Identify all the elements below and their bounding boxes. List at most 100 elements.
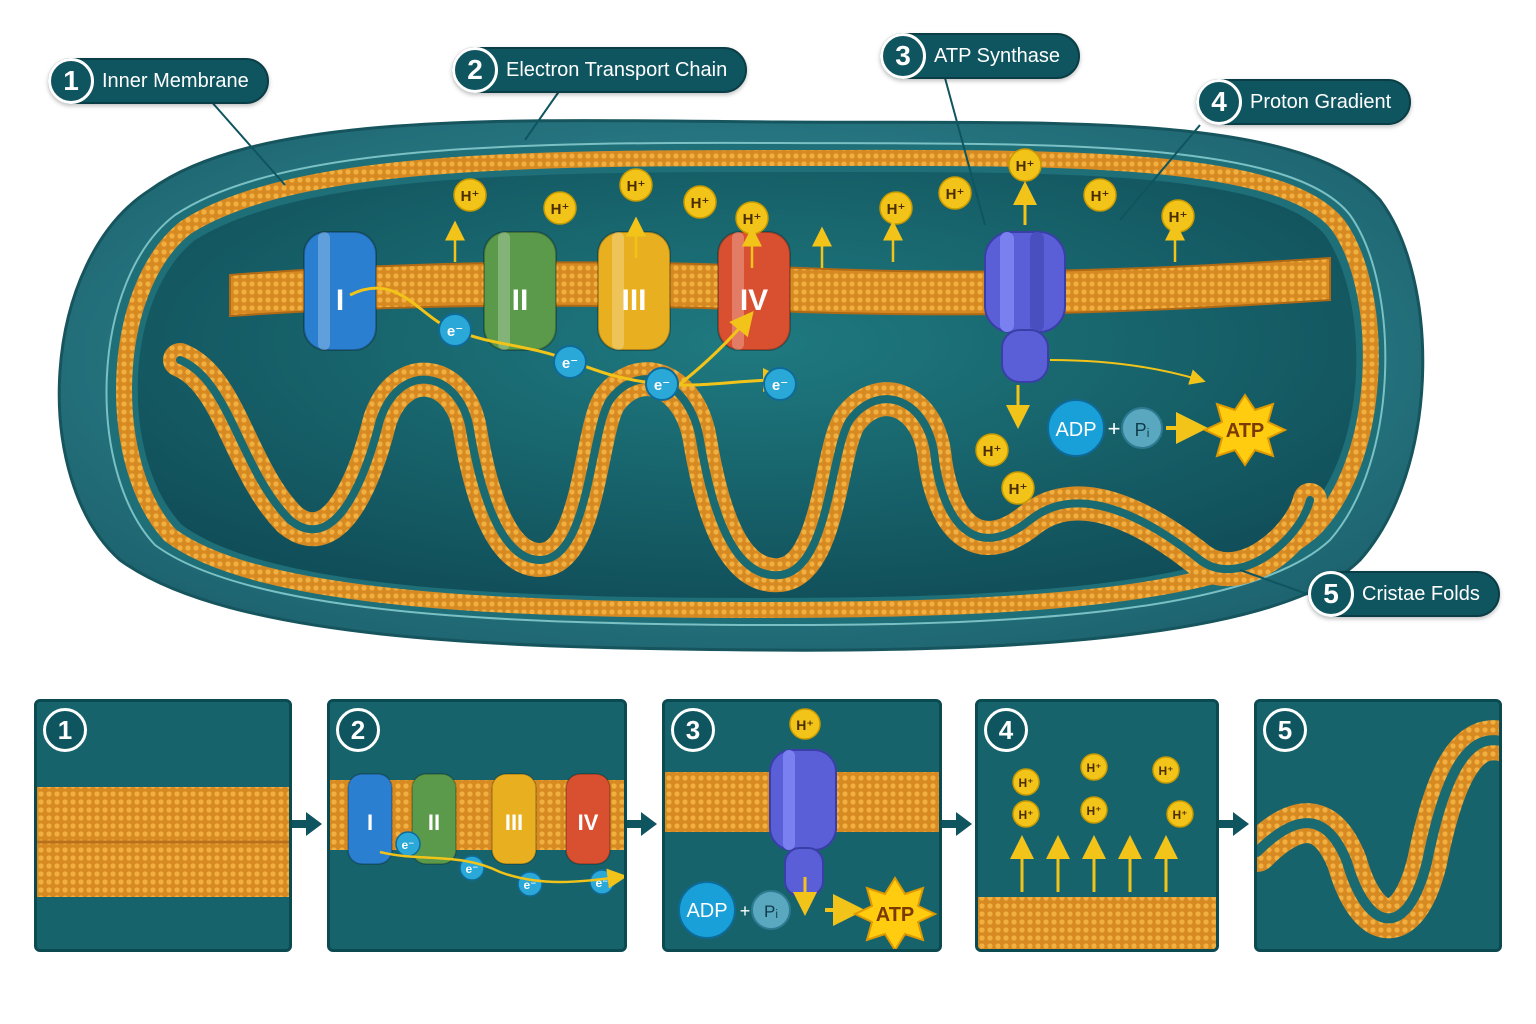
panel3-atp-label: ATP: [876, 904, 915, 926]
proton-label: H⁺: [1016, 158, 1035, 175]
panel2-electron-label: e⁻: [401, 838, 414, 852]
panel-proton-gradient: 4 H⁺H⁺H⁺H⁺H⁺H⁺: [975, 699, 1219, 952]
panel2-electron: e⁻: [517, 871, 543, 897]
panel3-adp-label: ADP: [686, 900, 727, 922]
electron: e⁻: [438, 313, 472, 347]
panel-number: 5: [1263, 708, 1307, 752]
complex-label: IV: [740, 284, 768, 317]
arrow-4-to-5: [1219, 812, 1249, 836]
callout-electron-transport-chain: 2 Electron Transport Chain: [452, 47, 748, 93]
electron-label: e⁻: [562, 355, 578, 372]
atp-synthase: [984, 181, 1206, 429]
callout-number: 3: [880, 33, 926, 79]
panel2-complex-IV: IV: [565, 773, 611, 865]
atp-label: ATP: [1226, 420, 1265, 442]
panel2-complex-label: I: [367, 810, 373, 835]
panel4-proton-label: H⁺: [1019, 808, 1034, 822]
panel2-electron: e⁻: [395, 831, 421, 857]
callout-number: 2: [452, 47, 498, 93]
proton-label: H⁺: [983, 443, 1002, 460]
panel2-complex-I: I: [347, 773, 393, 865]
complex-label: III: [621, 284, 646, 317]
panel3-pi-label: Pᵢ: [764, 902, 778, 921]
panel4-proton: H⁺: [1166, 800, 1194, 828]
callout-number: 4: [1196, 79, 1242, 125]
proton-label: H⁺: [627, 178, 646, 195]
panel-cristae-folds: 5: [1254, 699, 1502, 952]
complex-label: II: [512, 284, 529, 317]
panel4-proton-label: H⁺: [1173, 808, 1188, 822]
proton: H⁺: [975, 433, 1009, 467]
panel4-proton: H⁺: [1080, 796, 1108, 824]
proton: H⁺: [543, 191, 577, 225]
adp-label: ADP: [1055, 419, 1096, 441]
plus-label: +: [1108, 416, 1121, 441]
proton: H⁺: [1083, 178, 1117, 212]
proton-label: H⁺: [1169, 209, 1188, 226]
callout-label: Inner Membrane: [102, 69, 249, 92]
electrons-group: e⁻ e⁻ e⁻ e⁻: [349, 286, 797, 401]
complex-II: II: [483, 231, 557, 351]
electron: e⁻: [763, 367, 797, 401]
adp-circle: [1047, 399, 1105, 457]
panel2-electron: e⁻: [589, 869, 615, 895]
panel4-proton: H⁺: [1012, 768, 1040, 796]
callout-cristae-folds: 5 Cristae Folds: [1308, 571, 1500, 617]
complex-IV: IV: [717, 231, 791, 351]
proton: H⁺: [683, 185, 717, 219]
panel2-complex-label: IV: [578, 810, 599, 835]
proton: H⁺: [938, 176, 972, 210]
proton: H⁺: [879, 191, 913, 225]
proton: H⁺: [1001, 471, 1035, 505]
proton-label: H⁺: [743, 211, 762, 228]
panel3-plus-label: +: [740, 901, 751, 921]
proton-label: H⁺: [1091, 188, 1110, 205]
panel-number: 2: [336, 708, 380, 752]
proton: H⁺: [1161, 199, 1195, 233]
proton: H⁺: [735, 201, 769, 235]
callout-label: Cristae Folds: [1362, 582, 1480, 605]
reaction-group: ADP + Pᵢ ATP: [1047, 393, 1288, 467]
electron: e⁻: [645, 367, 679, 401]
callout-number: 1: [48, 58, 94, 104]
proton-label: H⁺: [691, 195, 710, 212]
panel-number: 3: [671, 708, 715, 752]
electron: e⁻: [553, 345, 587, 379]
callout-number: 5: [1308, 571, 1354, 617]
panel2-complex-label: III: [505, 810, 523, 835]
panel2-complex-label: II: [428, 810, 440, 835]
callout-inner-membrane: 1 Inner Membrane: [48, 58, 269, 104]
protons-group: H⁺ H⁺ H⁺ H⁺ H⁺ H⁺ H⁺ H⁺ H⁺ H⁺ H⁺ H⁺: [445, 148, 1195, 505]
complex-III: III: [597, 231, 671, 351]
panel2-electron-label: e⁻: [465, 862, 478, 876]
callout-label: Proton Gradient: [1250, 90, 1392, 113]
panel-atp-synthase: 3 H⁺ ADP + Pᵢ ATP: [662, 699, 942, 952]
callout-leaders: [209, 77, 1311, 596]
proton: H⁺: [453, 178, 487, 212]
complex-I: I: [303, 231, 377, 351]
proton-label: H⁺: [946, 186, 965, 203]
panel4-proton-label: H⁺: [1159, 764, 1174, 778]
panel4-proton-label: H⁺: [1087, 761, 1102, 775]
panel4-proton-label: H⁺: [1087, 804, 1102, 818]
electron-label: e⁻: [654, 377, 670, 394]
panel4-proton: H⁺: [1080, 753, 1108, 781]
atp-burst: [1202, 393, 1288, 467]
panel-inner-membrane: 1: [34, 699, 292, 952]
callout-atp-synthase: 3 ATP Synthase: [880, 33, 1080, 79]
panel4-proton: H⁺: [1012, 800, 1040, 828]
proton-label: H⁺: [1009, 481, 1028, 498]
pi-label: Pᵢ: [1135, 420, 1150, 440]
arrow-1-to-2: [292, 812, 322, 836]
electron-label: e⁻: [447, 323, 463, 340]
panel2-complex-III: III: [491, 773, 537, 865]
callout-label: Electron Transport Chain: [506, 58, 728, 81]
proton-label: H⁺: [461, 188, 480, 205]
proton-label: H⁺: [887, 201, 906, 218]
electron-label: e⁻: [772, 377, 788, 394]
panel4-proton-label: H⁺: [1019, 776, 1034, 790]
panel-number: 1: [43, 708, 87, 752]
panel3-proton-label: H⁺: [796, 717, 814, 733]
arrow-2-to-3: [627, 812, 657, 836]
